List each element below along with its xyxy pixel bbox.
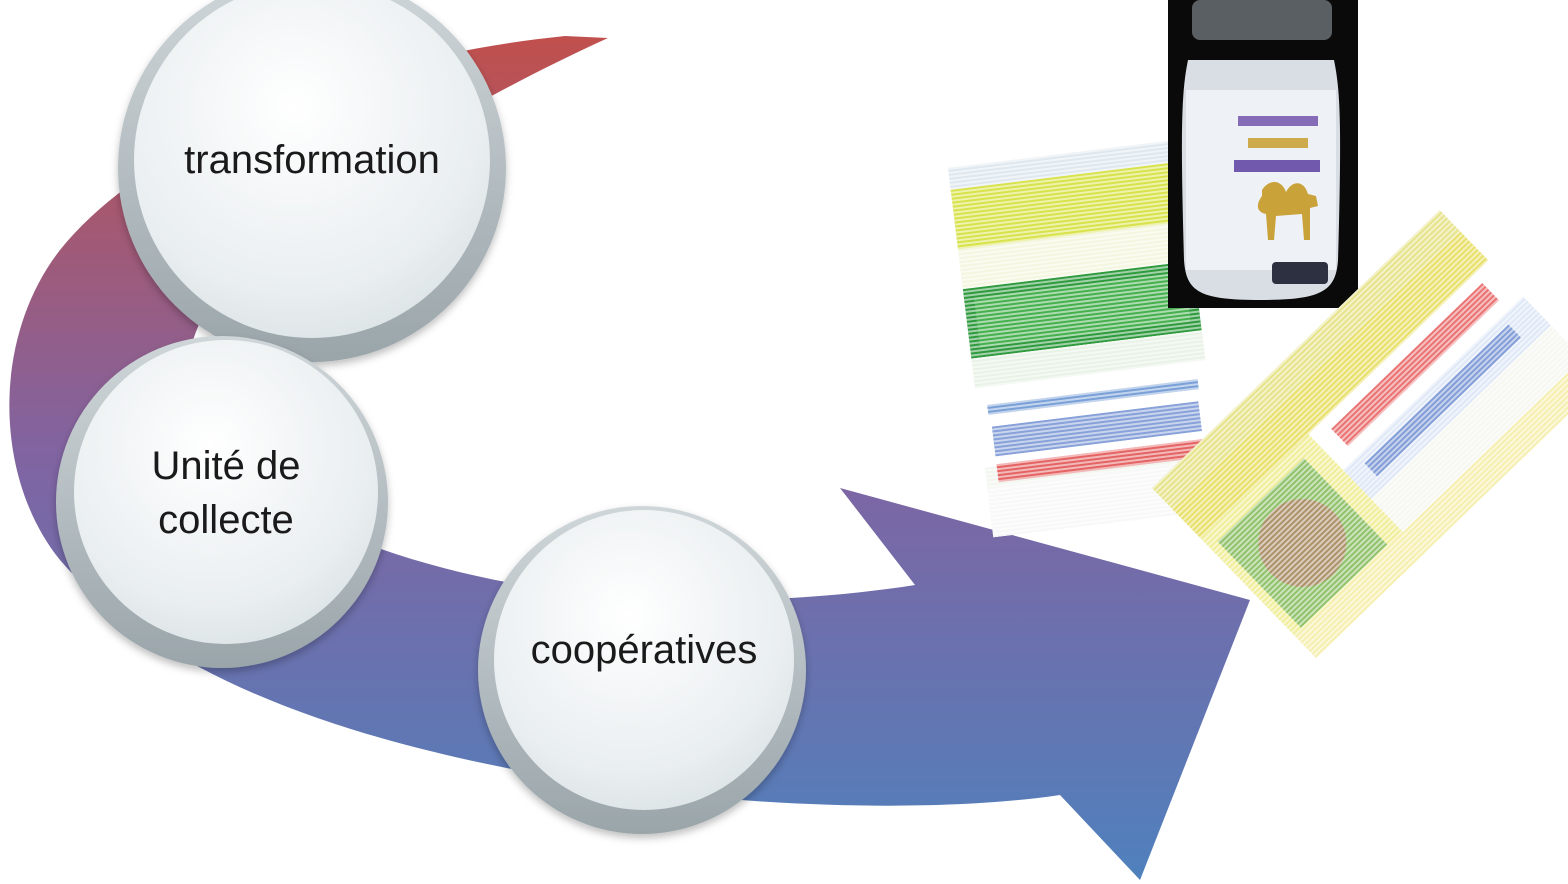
flow-arrow-body	[9, 36, 1250, 880]
node-circle-unite-de-collecte	[56, 336, 388, 668]
node-label-cooperatives: coopératives	[530, 628, 758, 672]
node-circle-cooperatives	[478, 506, 806, 834]
photo-camel-milk-bottle	[1168, 0, 1358, 308]
photo-camel-milk-carton	[1152, 210, 1568, 658]
node-label-transformation: transformation	[184, 138, 440, 182]
node-label-unite-de-collecte: Unité de collecte	[151, 444, 301, 542]
node-circle-transformation	[118, 0, 506, 362]
camel-icon	[1257, 181, 1318, 240]
photo-cow-milk-carton	[948, 139, 1224, 538]
